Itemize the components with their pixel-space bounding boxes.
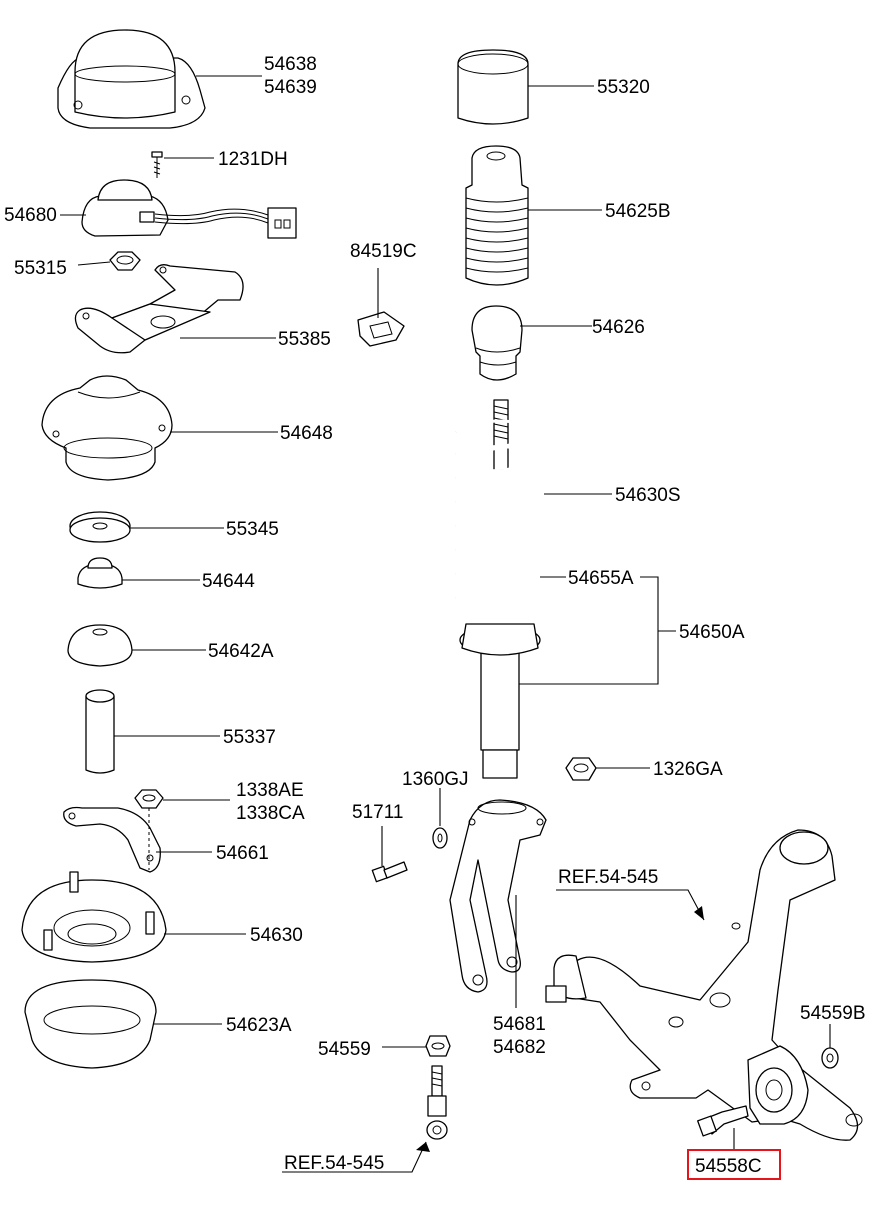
part-54623A-ring [24, 979, 157, 1069]
label-55345: 55345 [226, 519, 279, 540]
label-54680: 54680 [4, 205, 57, 226]
part-55385-bracket [74, 264, 244, 354]
label-ref-upper: REF.54-545 [558, 867, 658, 888]
part-55315-nut [109, 251, 141, 271]
label-1360GJ: 1360GJ [402, 769, 469, 790]
label-54559: 54559 [318, 1039, 371, 1060]
label-55385: 55385 [278, 329, 331, 350]
label-54626: 54626 [592, 317, 645, 338]
leader-lines [60, 75, 831, 1173]
part-54661-plate [63, 806, 161, 873]
part-51711-bolt [371, 861, 408, 883]
part-54630S-spring [455, 419, 548, 622]
part-54650A-strut [459, 399, 541, 779]
part-55320-cap [457, 49, 529, 125]
label-54682: 54682 [493, 1037, 546, 1058]
part-54630-insulator [21, 871, 167, 963]
label-55337: 55337 [223, 727, 276, 748]
part-1360GJ-washer [432, 827, 448, 849]
label-54661: 54661 [216, 843, 269, 864]
label-55320: 55320 [597, 77, 650, 98]
label-54558C: 54558C [695, 1156, 762, 1177]
label-54630S: 54630S [615, 485, 681, 506]
label-1326GA: 1326GA [653, 759, 723, 780]
part-54681-fork [449, 799, 547, 993]
label-54623A: 54623A [226, 1015, 292, 1036]
label-54650A: 54650A [679, 622, 745, 643]
part-54644-bushing [77, 557, 123, 589]
label-54648: 54648 [280, 423, 333, 444]
part-labels: 54638 54639 55320 1231DH 54680 54625B 84… [4, 54, 866, 1177]
part-54648-mount [41, 375, 173, 481]
label-51711: 51711 [352, 802, 403, 823]
leader-arrows [416, 906, 704, 1152]
label-1231DH: 1231DH [218, 149, 288, 170]
label-54638: 54638 [264, 54, 317, 75]
part-1338AE-nut [134, 789, 164, 809]
part-lower-arm [545, 829, 863, 1141]
part-1231DH-screw [151, 151, 163, 178]
part-54680-sensor [81, 179, 297, 239]
part-54626-stopper [471, 305, 523, 381]
label-54625B: 54625B [605, 201, 671, 222]
label-ref-lower: REF.54-545 [284, 1153, 384, 1174]
part-54558C-bolt [697, 1105, 749, 1137]
label-54559B: 54559B [800, 1003, 866, 1024]
label-55315: 55315 [14, 258, 67, 279]
highlight-box-54558C [687, 1149, 781, 1180]
label-1338AE: 1338AE [236, 780, 304, 801]
label-84519C: 84519C [350, 241, 417, 262]
part-55337-spacer [85, 689, 115, 774]
label-1338CA: 1338CA [236, 803, 305, 824]
label-54639: 54639 [264, 77, 317, 98]
label-54630: 54630 [250, 925, 303, 946]
part-1326GA-nut [565, 757, 597, 781]
part-54625B-boot [465, 145, 529, 286]
part-55345-washer [69, 511, 131, 543]
label-54642A: 54642A [208, 641, 274, 662]
part-54642A-cap [67, 624, 133, 667]
part-stabilizer-link [426, 1065, 448, 1140]
label-54655A: 54655A [568, 568, 634, 589]
part-84519C-clip [357, 311, 405, 347]
label-54681: 54681 [493, 1014, 546, 1035]
label-54644: 54644 [202, 571, 255, 592]
part-54638-cap [57, 29, 206, 129]
part-54559B-nut [821, 1047, 839, 1069]
part-54559-nut [425, 1035, 451, 1057]
